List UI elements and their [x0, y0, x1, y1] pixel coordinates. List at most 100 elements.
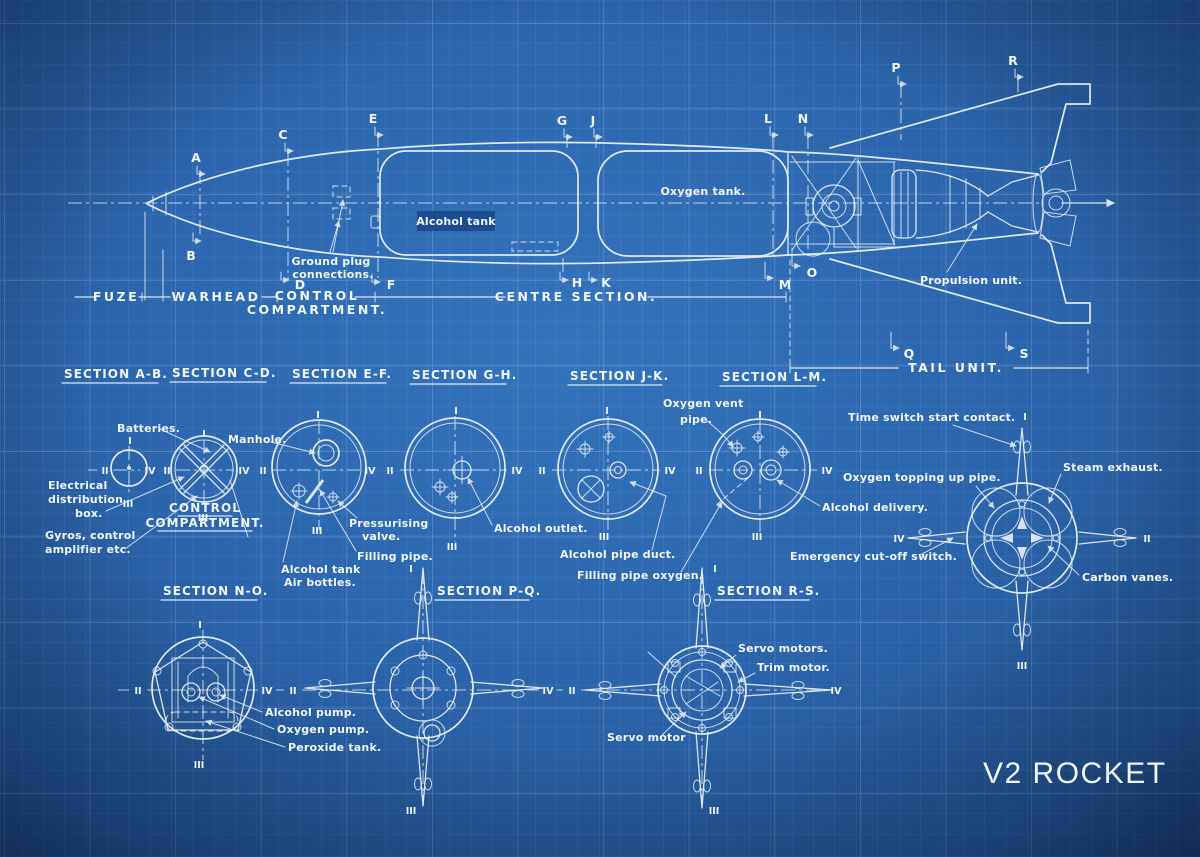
marker-bracket — [563, 128, 573, 141]
section-no: SECTION N-O. I III Alcohol pump. Oxygen … — [151, 584, 381, 771]
marker-m: M — [779, 277, 791, 292]
jet-vane — [1017, 547, 1027, 560]
batteries-label: Batteries. — [117, 422, 180, 435]
leader-line — [337, 500, 358, 519]
pump-flange — [853, 197, 862, 216]
bolt — [446, 666, 456, 676]
oxygen-pump-inner — [211, 687, 221, 697]
marker-bracket — [764, 261, 774, 282]
section-rs-ring-inner — [680, 668, 724, 712]
marker-r: R — [1008, 53, 1018, 68]
fin-tab — [318, 679, 332, 687]
pump-ring-inner — [423, 724, 441, 742]
tail-skin-top — [787, 151, 1039, 175]
time-switch-label: Time switch start contact. — [848, 411, 1015, 424]
crosshair — [431, 478, 449, 496]
delivery-ring — [733, 460, 753, 480]
fin-tab — [693, 593, 701, 607]
leader-line — [1048, 473, 1062, 504]
numeral: IV — [894, 534, 906, 545]
numeral: II — [695, 466, 702, 477]
crosshair — [728, 439, 746, 457]
bolt — [671, 713, 679, 721]
manhole-label: Manhole. — [228, 433, 287, 446]
tail-cross-lobe — [971, 487, 1021, 537]
fin-spike-right — [743, 683, 833, 697]
tail-cross-ring — [983, 499, 1061, 577]
section-pq: SECTION P-Q. I III — [304, 564, 544, 817]
alcohol-delivery-label: Alcohol delivery. — [822, 501, 928, 514]
servo-motor-label: Servo motor — [607, 731, 686, 744]
marker-bracket — [897, 75, 907, 88]
fin-tab — [1113, 528, 1127, 536]
bolt — [243, 666, 253, 676]
fin-top — [829, 83, 1091, 173]
numeral: II — [386, 466, 393, 477]
battery-cross — [179, 444, 229, 494]
tail-cross-section: I II III IV Time switch start contact. S… — [848, 411, 1173, 672]
marker-bracket — [559, 271, 569, 284]
tail-cross-lobe — [971, 539, 1021, 589]
leader-line — [229, 479, 249, 538]
chamber-flanges — [949, 174, 981, 234]
numeral: II — [568, 686, 575, 697]
section-ef: SECTION E-F. I III Manhole. Pressurising… — [228, 367, 433, 589]
bolt — [736, 686, 744, 694]
fin-spike-left — [907, 531, 966, 545]
oxygen-pump-label: Oxygen pump. — [277, 723, 369, 736]
section-ab: SECTION A-B. I III — [61, 367, 167, 510]
jet-vane — [1000, 533, 1013, 543]
trim-motor-block — [723, 707, 737, 719]
numeral: IV — [145, 466, 157, 477]
crosshair — [576, 440, 594, 458]
leader-line — [952, 424, 1017, 448]
crosshair — [445, 490, 459, 504]
fin-tab — [693, 779, 701, 793]
leader-line — [659, 711, 687, 738]
nozzle-exit-ring — [1032, 173, 1044, 233]
marker-b: B — [186, 248, 196, 263]
fin-spike-top — [416, 567, 430, 641]
marker-p: P — [891, 60, 900, 75]
leader-line — [319, 489, 357, 552]
marker-bracket — [280, 271, 290, 284]
vane-mount-hatched — [1039, 159, 1077, 195]
marker-k: K — [601, 275, 612, 290]
delivery-ring-inner — [738, 465, 748, 475]
section-pq-title: SECTION P-Q. — [437, 584, 541, 598]
marker-bracket — [890, 331, 900, 352]
vane-mount-hatched — [1039, 211, 1077, 247]
gyros-label-2: amplifier etc. — [45, 543, 131, 556]
crossed-duct-circle — [577, 475, 605, 503]
fin-tab — [918, 539, 932, 547]
section-lm: SECTION L-M. I III Oxygen topping up pip… — [709, 370, 1001, 563]
fin-tab — [598, 692, 612, 700]
numeral: II — [134, 686, 141, 697]
numeral: IV — [512, 466, 524, 477]
marker-bracket — [588, 271, 598, 284]
tail-cross-ring-inner — [991, 507, 1053, 569]
section-lm-circle — [709, 418, 811, 520]
numeral: III — [194, 760, 205, 771]
exit-vane-circle-inner — [1048, 195, 1064, 211]
section-gh: SECTION G-H. I III Alcohol outlet. — [404, 368, 587, 553]
frame-lines — [857, 157, 895, 251]
fin-tab — [511, 679, 525, 687]
bolt — [152, 666, 162, 676]
marker-bracket — [196, 165, 206, 178]
fin-spike-right — [1078, 531, 1137, 545]
numeral: II — [163, 466, 170, 477]
nozzle-bell — [987, 174, 1039, 233]
propulsion-unit-label: Propulsion unit. — [920, 274, 1022, 287]
bolt — [164, 722, 174, 732]
oxygen-topping-label: Oxygen topping up pipe. — [843, 471, 1001, 484]
section-cd-title: SECTION C-D. — [172, 366, 277, 380]
leader-line — [946, 223, 978, 273]
numeral: II — [538, 466, 545, 477]
gyros-label-1: Gyros, control — [45, 529, 135, 542]
center-dot — [127, 466, 131, 470]
pipe-duct-ring-inner — [614, 466, 622, 474]
numeral: IV — [665, 466, 677, 477]
oxygen-tank-shape — [597, 150, 789, 257]
fin-tab — [791, 692, 805, 700]
